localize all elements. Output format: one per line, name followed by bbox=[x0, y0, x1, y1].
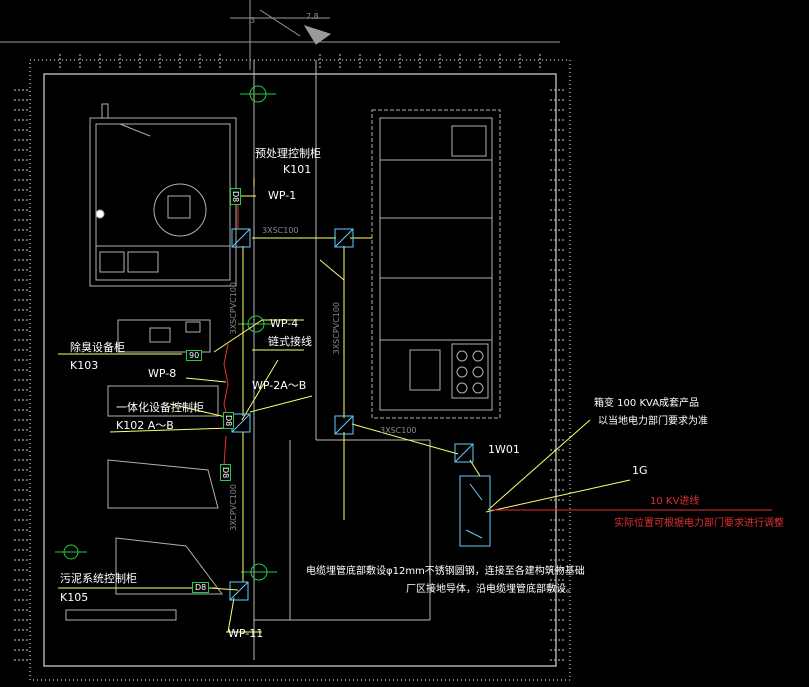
k101-label: K101 bbox=[283, 163, 312, 176]
sludge-equipment bbox=[65, 537, 223, 621]
tree-symbols bbox=[55, 85, 277, 581]
chain-wiring-label: 链式接线 bbox=[268, 335, 312, 348]
wp11-label: WP-11 bbox=[228, 627, 264, 640]
distribution-boxes bbox=[229, 228, 491, 601]
w1-label: 1W01 bbox=[488, 443, 520, 456]
pipe-label-v2: 3XSCPVC100 bbox=[332, 302, 341, 355]
grounding-line1: 电缆埋管底部敷设φ12mm不锈钢圆钢，连接至各建构筑物基础 bbox=[306, 566, 585, 577]
pretreat-cabinet-label: 预处理控制柜 bbox=[255, 147, 321, 160]
deodor-equipment bbox=[117, 319, 211, 353]
wp8-label: WP-8 bbox=[148, 367, 177, 380]
grounding-line2: 厂区接地导体，沿电缆埋管底部敷设。 bbox=[406, 584, 576, 595]
tag-d8-k101: D8 bbox=[230, 188, 241, 206]
tag-d8-k102a: D8 bbox=[223, 412, 234, 430]
tag-d8-k105: D8 bbox=[192, 582, 210, 593]
wp4-label: WP-4 bbox=[270, 317, 299, 330]
cable-routes bbox=[58, 178, 631, 633]
sewage-cabinet-label: 污泥系统控制柜 bbox=[60, 572, 137, 585]
g1-label: 1G bbox=[632, 464, 648, 477]
red-cables bbox=[223, 198, 772, 511]
deodor-cabinet-label: 除臭设备柜 bbox=[70, 341, 125, 354]
pipe-label-h1: 3XSC100 bbox=[262, 226, 299, 235]
dim-top-b: 7.8 bbox=[306, 12, 319, 21]
k102-label: K102 A～B bbox=[116, 419, 174, 432]
transformer-line1: 箱变 100 KVA成套产品 bbox=[594, 398, 700, 409]
process-building bbox=[371, 109, 501, 419]
kv-note-label: 实际位置可根据电力部门要求进行调整 bbox=[614, 518, 784, 529]
pipe-label-v3: 3XCPVC100 bbox=[229, 484, 238, 531]
k103-label: K103 bbox=[70, 359, 99, 372]
survey-lines bbox=[0, 0, 560, 70]
pipe-label-d1: 3XSC100 bbox=[380, 426, 417, 435]
integrated-cabinet-label: 一体化设备控制柜 bbox=[116, 401, 204, 414]
tag-d8-k102b: D8 bbox=[220, 464, 231, 482]
k105-label: K105 bbox=[60, 591, 89, 604]
transformer-line2: 以当地电力部门要求为准 bbox=[598, 416, 708, 427]
road-corridor bbox=[253, 60, 431, 660]
wp1-label: WP-1 bbox=[268, 189, 297, 202]
pipe-label-v1: 3XSCPVC100 bbox=[229, 282, 238, 335]
tag-90-k103: 90 bbox=[186, 350, 203, 361]
kv-line-label: 10 KV进线 bbox=[650, 496, 700, 507]
wp2-label: WP-2A～B bbox=[252, 379, 307, 392]
pretreatment-building bbox=[89, 103, 237, 287]
integrated-equipment bbox=[107, 385, 219, 509]
dim-top-a: 3 bbox=[250, 16, 256, 25]
